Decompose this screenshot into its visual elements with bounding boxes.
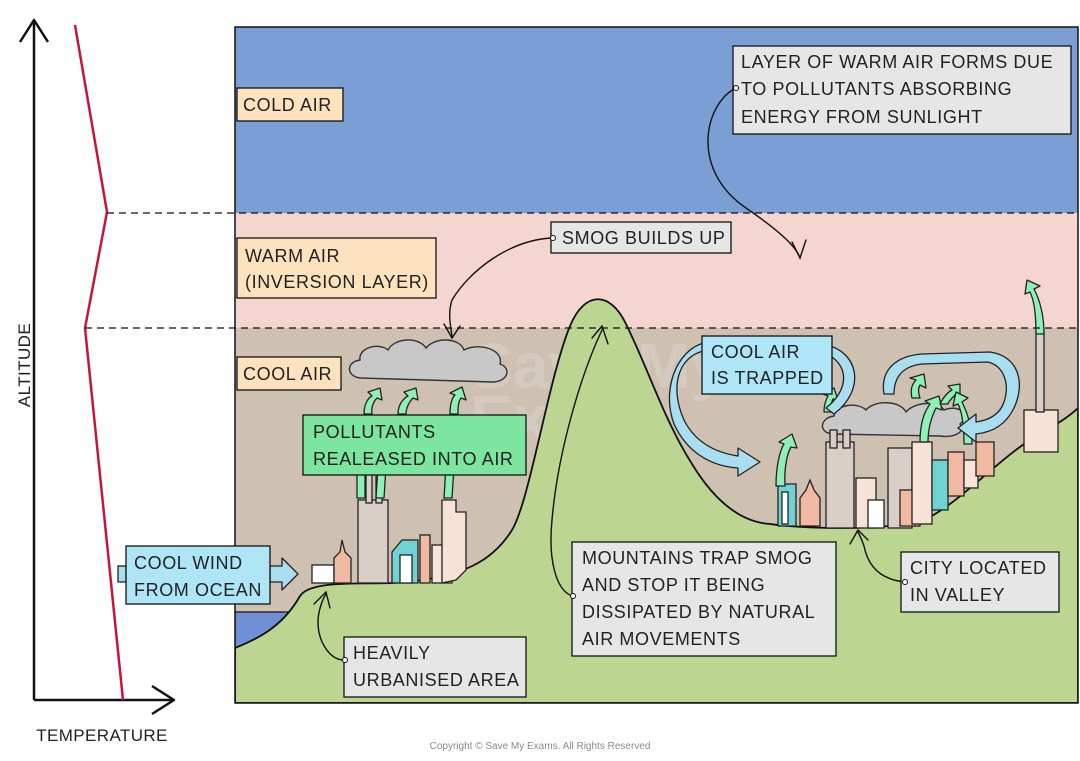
warm-air-tag: WARM AIR (INVERSION LAYER): [236, 237, 437, 299]
svg-text:MOUNTAINS TRAP SMOG: MOUNTAINS TRAP SMOG: [582, 548, 812, 568]
pollutants-callout: POLLUTANTS REALEASED INTO AIR: [302, 414, 527, 476]
svg-text:COOL AIR: COOL AIR: [711, 342, 800, 362]
svg-text:(INVERSION LAYER): (INVERSION LAYER): [245, 272, 429, 292]
svg-text:COOL WIND: COOL WIND: [134, 553, 243, 573]
svg-text:COOL AIR: COOL AIR: [243, 364, 332, 384]
temperature-altitude-graph: ALTITUDE TEMPERATURE: [15, 18, 176, 745]
svg-text:DISSIPATED BY NATURAL: DISSIPATED BY NATURAL: [582, 602, 815, 622]
altitude-arrowhead: [18, 18, 50, 43]
valley-city-callout: CITY LOCATED IN VALLEY: [900, 551, 1060, 613]
svg-text:POLLUTANTS: POLLUTANTS: [313, 422, 436, 442]
smog-builds-callout: SMOG BUILDS UP: [550, 221, 732, 254]
svg-text:AIR MOVEMENTS: AIR MOVEMENTS: [582, 629, 741, 649]
smog-cloud-coast: [348, 339, 508, 383]
svg-text:IN VALLEY: IN VALLEY: [910, 585, 1005, 605]
svg-text:TO POLLUTANTS ABSORBING: TO POLLUTANTS ABSORBING: [741, 79, 1012, 99]
svg-text:AND STOP IT BEING: AND STOP IT BEING: [582, 575, 765, 595]
svg-text:REALEASED INTO AIR: REALEASED INTO AIR: [313, 449, 514, 469]
svg-text:FROM OCEAN: FROM OCEAN: [134, 580, 262, 600]
svg-text:WARM AIR: WARM AIR: [245, 246, 340, 266]
temperature-arrowhead: [151, 684, 176, 716]
pointer-arrows: [313, 87, 907, 661]
atmosphere-panel-border: [234, 26, 1079, 704]
svg-text:COLD AIR: COLD AIR: [243, 95, 332, 115]
mountains-callout: MOUNTAINS TRAP SMOG AND STOP IT BEING DI…: [570, 541, 837, 657]
svg-text:ENERGY FROM SUNLIGHT: ENERGY FROM SUNLIGHT: [741, 107, 983, 127]
svg-text:CITY LOCATED: CITY LOCATED: [910, 558, 1047, 578]
atmosphere-panel: Save My Exams: [235, 27, 1078, 703]
cool-wind-callout: COOL WIND FROM OCEAN: [117, 545, 271, 605]
cold-air-tag: COLD AIR: [236, 87, 344, 122]
cool-wind-arrow: [269, 557, 299, 591]
svg-text:IS TRAPPED: IS TRAPPED: [711, 368, 824, 388]
cool-air-tag: COOL AIR: [236, 356, 342, 391]
altitude-axis-label: ALTITUDE: [15, 323, 34, 407]
warm-layer-callout: LAYER OF WARM AIR FORMS DUE TO POLLUTANT…: [732, 45, 1072, 135]
cool-air-trapped-callout: COOL AIR IS TRAPPED: [701, 335, 833, 395]
urbanised-area-callout: HEAVILY URBANISED AREA: [342, 636, 527, 698]
temperature-axis-label: TEMPERATURE: [36, 726, 168, 745]
copyright-notice: Copyright © Save My Exams. All Rights Re…: [430, 741, 651, 752]
svg-text:LAYER OF WARM AIR FORMS DUE: LAYER OF WARM AIR FORMS DUE: [741, 52, 1053, 72]
temperature-profile-line: [73, 24, 125, 701]
svg-text:URBANISED AREA: URBANISED AREA: [353, 670, 519, 690]
svg-text:HEAVILY: HEAVILY: [353, 643, 431, 663]
svg-text:SMOG BUILDS UP: SMOG BUILDS UP: [562, 228, 725, 248]
coastal-city: [311, 467, 467, 584]
